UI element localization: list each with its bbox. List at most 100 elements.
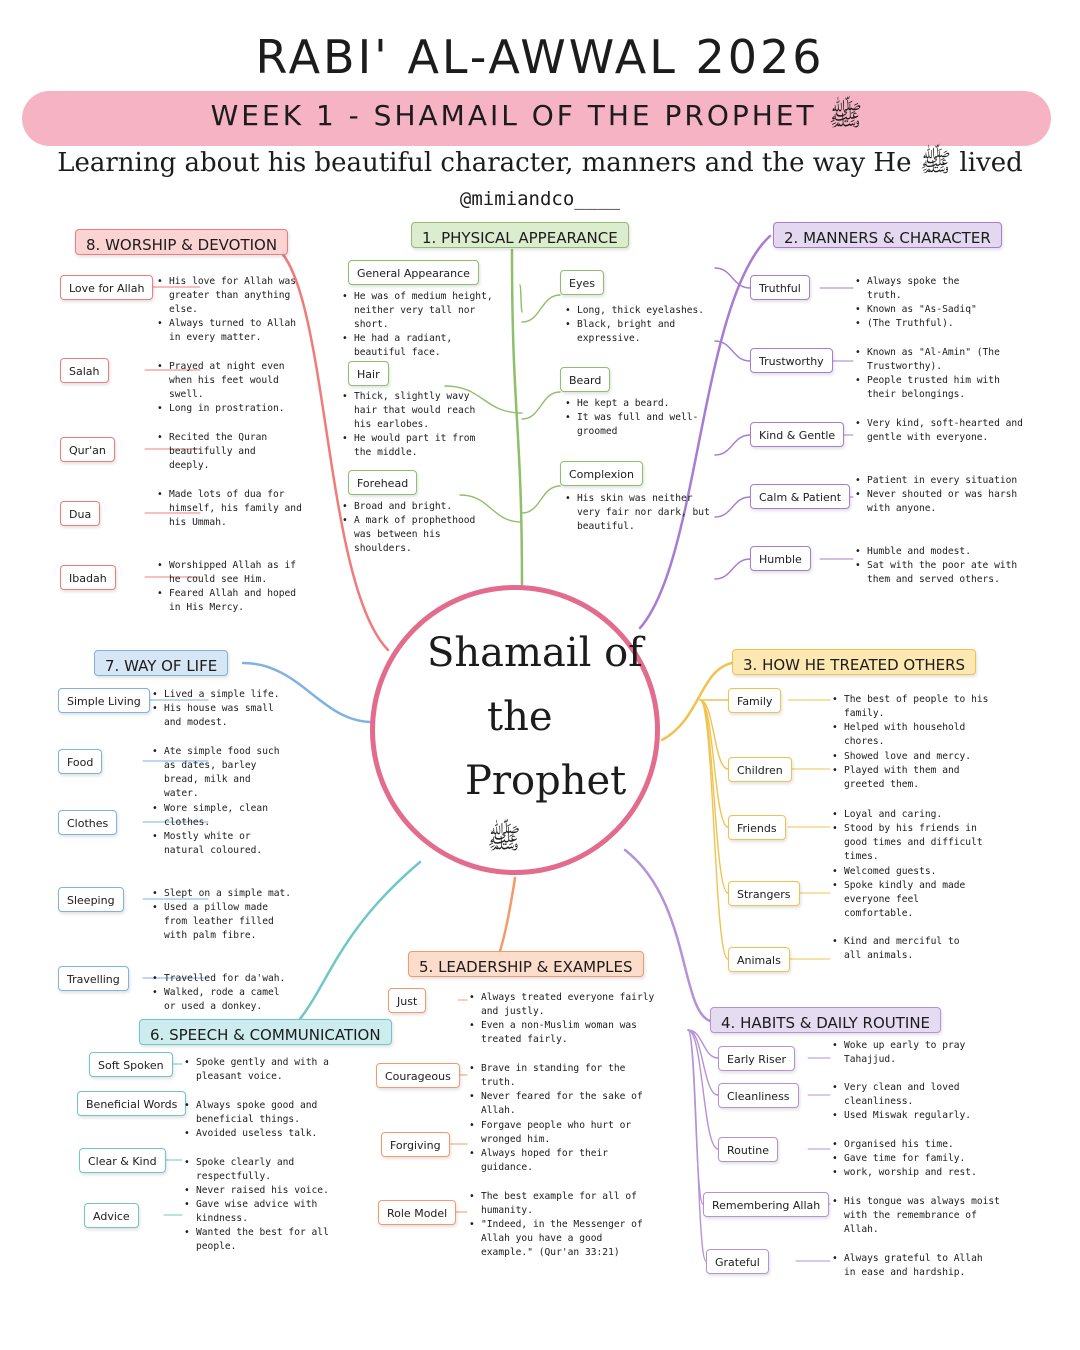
bullet-item: Long in prostration. [157,402,304,416]
bullet-item: Known as "Al-Amin" (The Trustworthy). [855,346,1017,374]
bullets-trustworthy: Known as "Al-Amin" (The Trustworthy).Peo… [853,346,1017,402]
branch-clear-and-kind: Clear & Kind [79,1148,166,1173]
bullets-routine: Organised his time.Gave time for family.… [830,1138,984,1180]
branch-soft-spoken: Soft Spoken [89,1052,173,1077]
sub-branch-physical [521,391,561,420]
bullets-family: The best of people to his family.Helped … [830,693,994,749]
bullet-item: Brave in standing for the truth. [469,1062,656,1090]
bullet-item: Used Miswak regularly. [832,1109,974,1123]
week-banner-text: WEEK 1 - SHAMAIL OF THE PROPHET ﷺ [210,98,863,132]
bullet-item: Sat with the poor ate with them and serv… [855,559,1032,587]
bullet-item: Known as "As-Sadiq" [855,303,997,317]
bullet-item: Very kind, soft-hearted and gentle with … [855,417,1037,445]
branch-love-for-allah: Love for Allah [60,275,154,300]
bullets-dua: Made lots of dua for himself, his family… [155,488,304,530]
branch-beneficial-words: Beneficial Words [77,1091,187,1116]
bullet-item: Always grateful to Allah in ease and har… [832,1252,999,1280]
main-branch-treated [660,661,734,742]
branch-ibadah: Ibadah [60,565,116,590]
section-title-speech: 6. SPEECH & COMMUNICATION [139,1019,392,1045]
week-banner: WEEK 1 - SHAMAIL OF THE PROPHET ﷺ [22,91,1051,146]
bullet-item: He kept a beard. [565,397,722,411]
sub-branch-physical [521,485,561,514]
bullets-remembering-allah: His tongue was always moist with the rem… [830,1195,1004,1237]
sub-branch-treated [699,699,729,960]
bullet-item: Showed love and mercy. [832,750,999,764]
bullets-grateful: Always grateful to Allah in ease and har… [830,1252,999,1280]
bullet-item: Even a non-Muslim woman was treated fair… [469,1019,656,1047]
bullets-advice: Gave wise advice with kindness.Wanted th… [182,1198,361,1254]
bullet-item: The best example for all of humanity. [469,1190,656,1218]
sub-branch-manners [714,496,751,518]
bullets-just: Always treated everyone fairly and justl… [467,991,656,1047]
bullets-early-riser: Woke up early to pray Tahajjud. [830,1039,974,1067]
page-title: RABI' AL-AWWAL 2026 [255,30,825,84]
author-handle: @mimiandco____ [459,188,621,210]
bullet-item: work, worship and rest. [832,1166,984,1180]
bullet-item: Avoided useless talk. [184,1127,361,1141]
bullet-item: Wore simple, clean clothes. [152,802,269,830]
branch-courageous: Courageous [376,1063,460,1088]
bullets-hair: Thick, slightly wavy hair that would rea… [340,390,494,460]
bullet-item: Welcomed guests. [832,865,989,879]
bullet-item: It was full and well-groomed [565,411,722,439]
bullet-item: Never shouted or was harsh with anyone. [855,488,1027,516]
bullets-eyes: Long, thick eyelashes.Black, bright and … [563,304,722,346]
bullets-beneficial-words: Always spoke good and beneficial things.… [182,1099,361,1141]
bullet-item: Lived a simple life. [152,688,284,702]
branch-cleanliness: Cleanliness [718,1083,799,1108]
section-title-worship: 8. WORSHIP & DEVOTION [75,229,289,255]
bullet-item: Used a pillow made from leather filled w… [152,901,294,943]
bullet-item: Spoke gently and with a pleasant voice. [184,1056,361,1084]
bullet-item: Kind and merciful to all animals. [832,935,974,963]
bullets-forehead: Broad and bright.A mark of prophethood w… [340,500,494,556]
bullet-item: Always treated everyone fairly and justl… [469,991,656,1019]
branch-beard: Beard [560,367,611,392]
branch-remembering-allah: Remembering Allah [703,1192,830,1217]
branch-calm-and-patient: Calm & Patient [750,484,851,509]
hub-line-3: Prophet [465,758,627,804]
branch-hair: Hair [348,361,389,386]
bullets-ibadah: Worshipped Allah as if he could see Him.… [155,559,299,615]
branch-animals: Animals [728,947,790,972]
branch-family: Family [728,688,782,713]
section-title-habits: 4. HABITS & DAILY ROUTINE [710,1007,942,1033]
branch-friends: Friends [728,815,786,840]
bullet-item: Loyal and caring. [832,808,994,822]
sub-branch-treated [699,699,729,894]
bullets-friends: Loyal and caring.Stood by his friends in… [830,808,994,864]
bullet-item: Played with them and greeted them. [832,764,999,792]
bullets-calm-and-patient: Patient in every situationNever shouted … [853,474,1027,516]
bullet-item: Walked, rode a camel or used a donkey. [152,986,294,1014]
bullets-food: Ate simple food such as dates, barley br… [150,745,284,801]
bullet-item: His house was small and modest. [152,702,284,730]
salawat-glyph: ﷺ [487,822,521,855]
branch-qur-an: Qur'an [60,437,115,462]
bullet-item: Gave time for family. [832,1152,984,1166]
sub-branch-treated [699,699,729,770]
branch-kind-and-gentle: Kind & Gentle [750,422,845,447]
bullets-children: Showed love and mercy.Played with them a… [830,750,999,792]
branch-travelling: Travelling [58,966,129,991]
sub-branch-treated [699,699,729,828]
branch-advice: Advice [84,1203,139,1228]
bullet-item: Never raised his voice. [184,1184,361,1198]
bullets-cleanliness: Very clean and loved cleanliness.Used Mi… [830,1081,974,1123]
bullets-beard: He kept a beard.It was full and well-gro… [563,397,722,439]
bullets-soft-spoken: Spoke gently and with a pleasant voice. [182,1056,361,1084]
bullet-item: Slept on a simple mat. [152,887,294,901]
page-subtitle: Learning about his beautiful character, … [57,148,1023,178]
bullet-item: Spoke kindly and made everyone feel comf… [832,879,989,921]
hub-line-2: the [487,694,553,740]
branch-clothes: Clothes [58,810,118,835]
bullet-item: Broad and bright. [342,500,494,514]
branch-dua: Dua [60,501,101,526]
main-branch-habits [623,848,712,1023]
bullet-item: His skin was neither very fair nor dark,… [565,492,712,534]
bullet-item: Woke up early to pray Tahajjud. [832,1039,974,1067]
bullet-item: Never feared for the sake of Allah. [469,1090,656,1118]
bullet-item: Helped with household chores. [832,721,994,749]
central-hub: Shamail of the Prophet ﷺ [370,585,660,875]
bullet-item: Always turned to Allah in every matter. [157,317,299,345]
branch-just: Just [388,988,427,1013]
